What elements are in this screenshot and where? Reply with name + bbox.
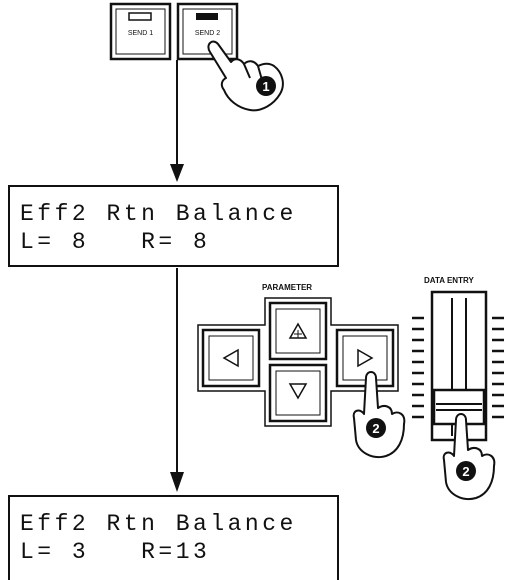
step2a-badge: 2: [366, 418, 386, 438]
hand-slider-icon: [442, 413, 496, 500]
step1-number: 1: [262, 79, 269, 94]
step2a-number: 2: [372, 421, 379, 436]
flow-arrow-2: [170, 268, 184, 492]
hand-right-icon: [352, 371, 406, 458]
lcd-display-after: Eff2 Rtn Balance L= 3 R=13: [8, 495, 339, 580]
hand-press-icon: [207, 40, 284, 112]
send2-led-icon: [196, 13, 218, 20]
arrow-left-icon: [222, 348, 239, 368]
lcd-line-2: L= 8 R= 8: [20, 229, 211, 255]
step2b-number: 2: [462, 464, 469, 479]
lcd-line-2: L= 3 R=13: [20, 539, 211, 565]
parameter-cursor-keys: [197, 297, 399, 427]
send1-label: SEND 1: [127, 30, 154, 37]
lcd-line-1: Eff2 Rtn Balance: [20, 201, 297, 227]
arrow-right-icon: [357, 348, 374, 368]
arrow-down-icon: [288, 383, 308, 400]
send1-led-icon: [128, 12, 152, 21]
lcd-line-1: Eff2 Rtn Balance: [20, 511, 297, 537]
send1-button[interactable]: [109, 2, 172, 61]
step1-badge: 1: [256, 76, 276, 96]
step2b-badge: 2: [456, 461, 476, 481]
send2-label: SEND 2: [194, 30, 221, 37]
slider-ticks-left: [412, 316, 424, 419]
send2-button[interactable]: [176, 2, 239, 61]
lcd-display-before: Eff2 Rtn Balance L= 8 R= 8: [8, 185, 339, 267]
data-entry-label: DATA ENTRY: [424, 276, 474, 285]
slider-ticks-right: [492, 316, 504, 419]
flow-arrow-1: [170, 60, 184, 182]
parameter-label: PARAMETER: [262, 283, 313, 292]
